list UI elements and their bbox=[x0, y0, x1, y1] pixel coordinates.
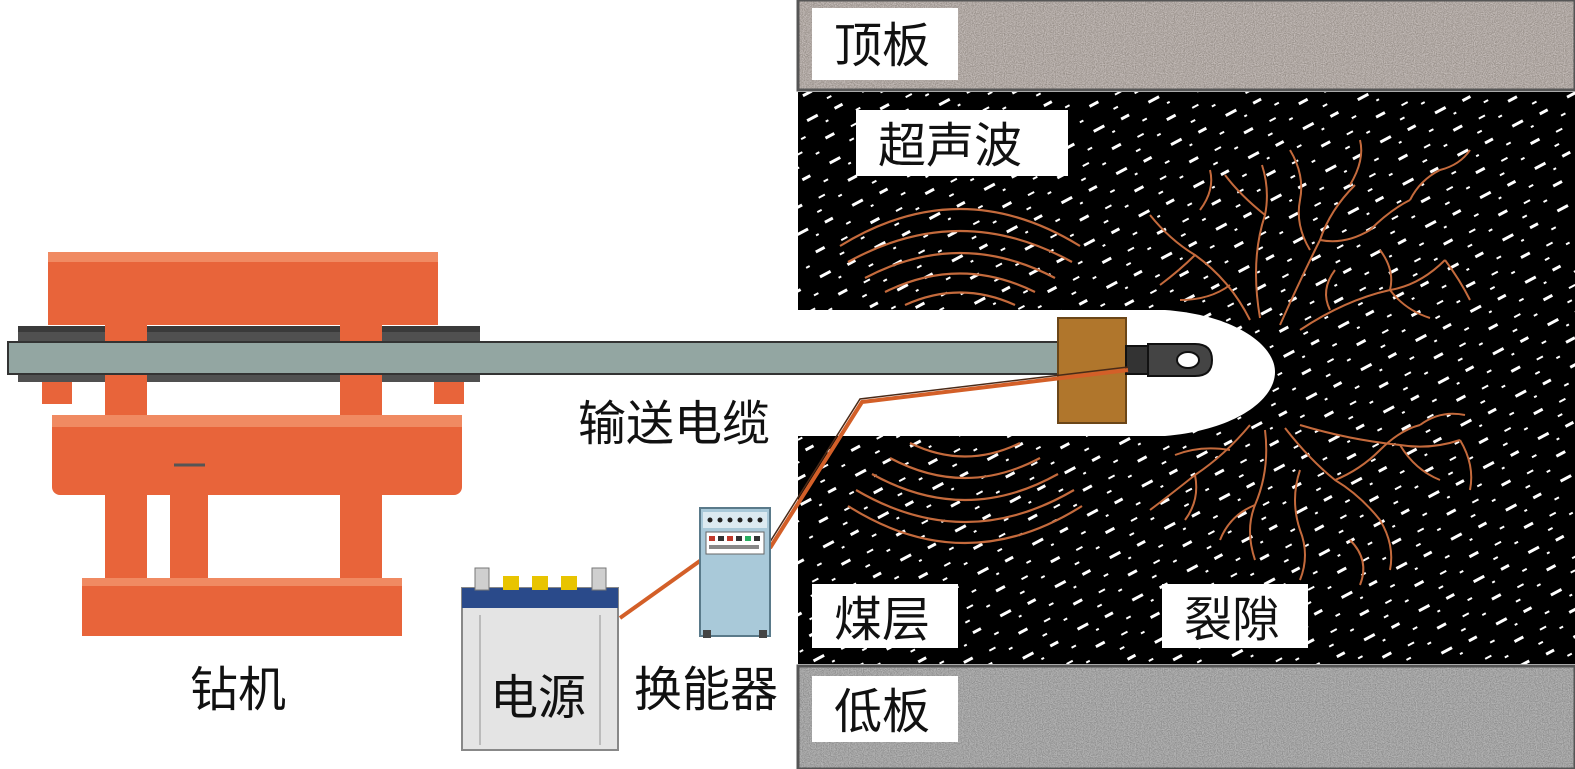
ultrasonic-waves-upper bbox=[839, 208, 1081, 307]
drill-rig bbox=[18, 252, 480, 636]
power-label: 电源 bbox=[490, 670, 586, 726]
ultrasonic-waves-lower bbox=[847, 442, 1083, 544]
fissure-label: 裂隙 bbox=[1184, 592, 1280, 648]
roof-label: 顶板 bbox=[834, 18, 930, 74]
cable-label: 输送电缆 bbox=[578, 396, 770, 452]
drill-rod bbox=[7, 341, 1064, 375]
drill-label: 钻机 bbox=[190, 662, 286, 718]
transmission-cable-shadow bbox=[767, 366, 1129, 546]
transmission-cable bbox=[618, 368, 1129, 620]
fissures-upper bbox=[1149, 139, 1471, 331]
ultrasonic-label: 超声波 bbox=[878, 118, 1022, 174]
fissure-label-bg bbox=[1162, 584, 1308, 648]
floor-label-bg bbox=[812, 676, 958, 742]
ultrasonic-label-bg bbox=[856, 110, 1068, 176]
battery bbox=[461, 567, 619, 751]
transducer-box bbox=[699, 507, 771, 638]
coal-seam-label: 煤层 bbox=[834, 592, 930, 648]
floor-label: 低板 bbox=[834, 684, 930, 740]
coal-seam-label-bg bbox=[812, 584, 958, 648]
transducer-label: 换能器 bbox=[634, 662, 778, 718]
roof-label-bg bbox=[812, 8, 958, 80]
fissures-lower bbox=[1149, 412, 1473, 586]
